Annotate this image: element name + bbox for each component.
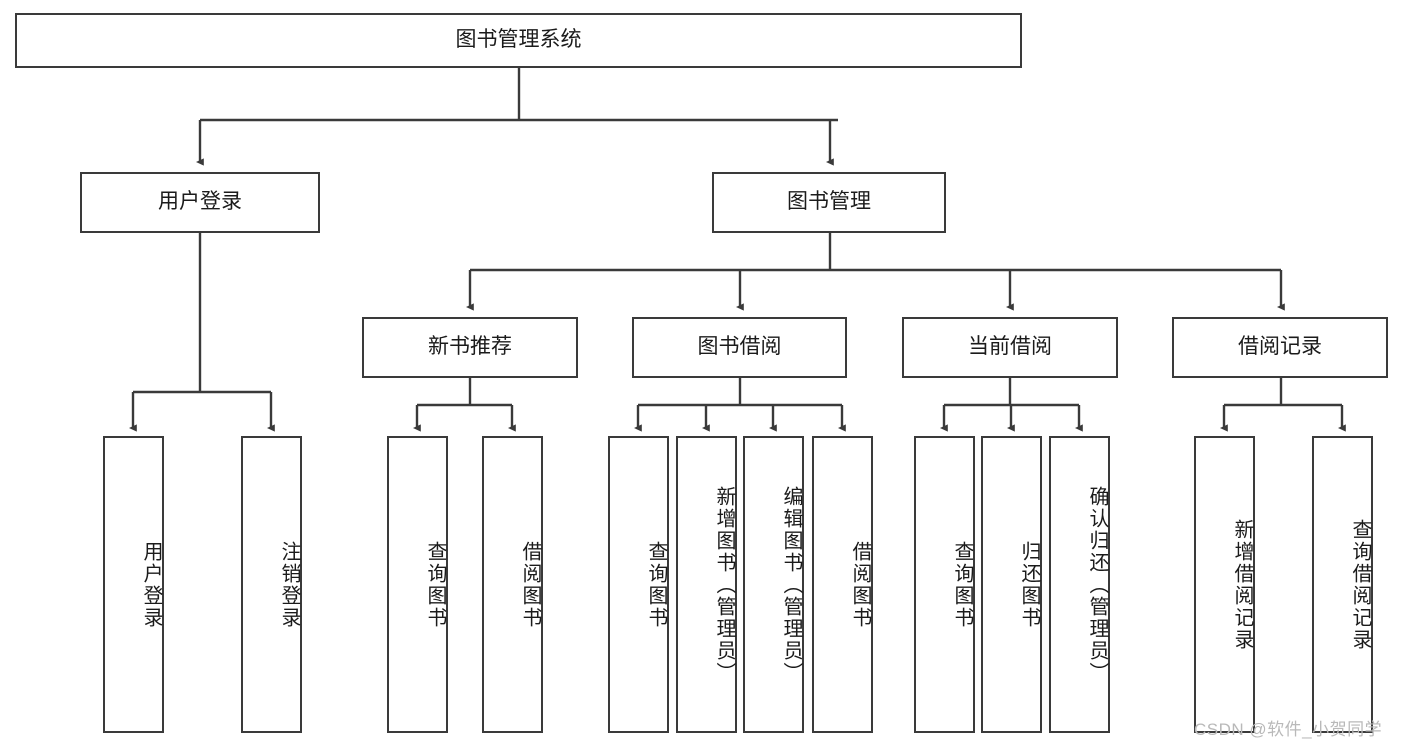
node-new-book-recommend[interactable]: 新书推荐 bbox=[362, 317, 578, 378]
leaf-borrow-borrow-book[interactable]: 借阅图书 bbox=[812, 436, 873, 733]
node-label: 新增借阅记录 bbox=[1231, 518, 1253, 651]
leaf-borrow-edit-book-admin[interactable]: 编辑图书（管理员） bbox=[743, 436, 804, 733]
leaf-new-book-borrow[interactable]: 借阅图书 bbox=[482, 436, 543, 733]
node-label: 图书管理 bbox=[787, 190, 871, 214]
leaf-borrow-add-book-admin[interactable]: 新增图书（管理员） bbox=[676, 436, 737, 733]
node-label: 查询图书 bbox=[951, 540, 973, 629]
node-label: 新书推荐 bbox=[428, 335, 512, 359]
leaf-record-query[interactable]: 查询借阅记录 bbox=[1312, 436, 1373, 733]
node-book-management[interactable]: 图书管理 bbox=[712, 172, 946, 233]
node-label: 用户登录 bbox=[158, 190, 242, 214]
leaf-record-add[interactable]: 新增借阅记录 bbox=[1194, 436, 1255, 733]
node-label: 当前借阅 bbox=[968, 335, 1052, 359]
node-label: 注销登录 bbox=[278, 540, 300, 629]
leaf-borrow-query-book[interactable]: 查询图书 bbox=[608, 436, 669, 733]
node-label: 查询图书 bbox=[645, 540, 667, 629]
leaf-current-return-book[interactable]: 归还图书 bbox=[981, 436, 1042, 733]
node-user-login[interactable]: 用户登录 bbox=[80, 172, 320, 233]
node-label: 查询图书 bbox=[424, 540, 446, 629]
node-label: 借阅记录 bbox=[1238, 335, 1322, 359]
leaf-current-confirm-return-admin[interactable]: 确认归还（管理员） bbox=[1049, 436, 1110, 733]
leaf-user-login-signout[interactable]: 注销登录 bbox=[241, 436, 302, 733]
node-label: 确认归还（管理员） bbox=[1086, 485, 1108, 684]
node-label: 用户登录 bbox=[140, 540, 162, 629]
node-current-borrow[interactable]: 当前借阅 bbox=[902, 317, 1118, 378]
node-label: 借阅图书 bbox=[849, 540, 871, 629]
node-label: 查询借阅记录 bbox=[1349, 518, 1371, 651]
csdn-watermark: CSDN @软件_小贺同学 bbox=[1194, 720, 1383, 739]
node-label: 图书管理系统 bbox=[455, 28, 582, 52]
leaf-new-book-query[interactable]: 查询图书 bbox=[387, 436, 448, 733]
node-book-borrow[interactable]: 图书借阅 bbox=[632, 317, 847, 378]
node-label: 新增图书（管理员） bbox=[713, 485, 735, 684]
node-label: 编辑图书（管理员） bbox=[780, 485, 802, 684]
node-label: 借阅图书 bbox=[519, 540, 541, 629]
node-label: 图书借阅 bbox=[697, 335, 782, 359]
node-borrow-record[interactable]: 借阅记录 bbox=[1172, 317, 1388, 378]
node-root-book-management-system[interactable]: 图书管理系统 bbox=[15, 13, 1022, 68]
leaf-user-login-signin[interactable]: 用户登录 bbox=[103, 436, 164, 733]
node-label: 归还图书 bbox=[1018, 540, 1040, 629]
leaf-current-query-book[interactable]: 查询图书 bbox=[914, 436, 975, 733]
